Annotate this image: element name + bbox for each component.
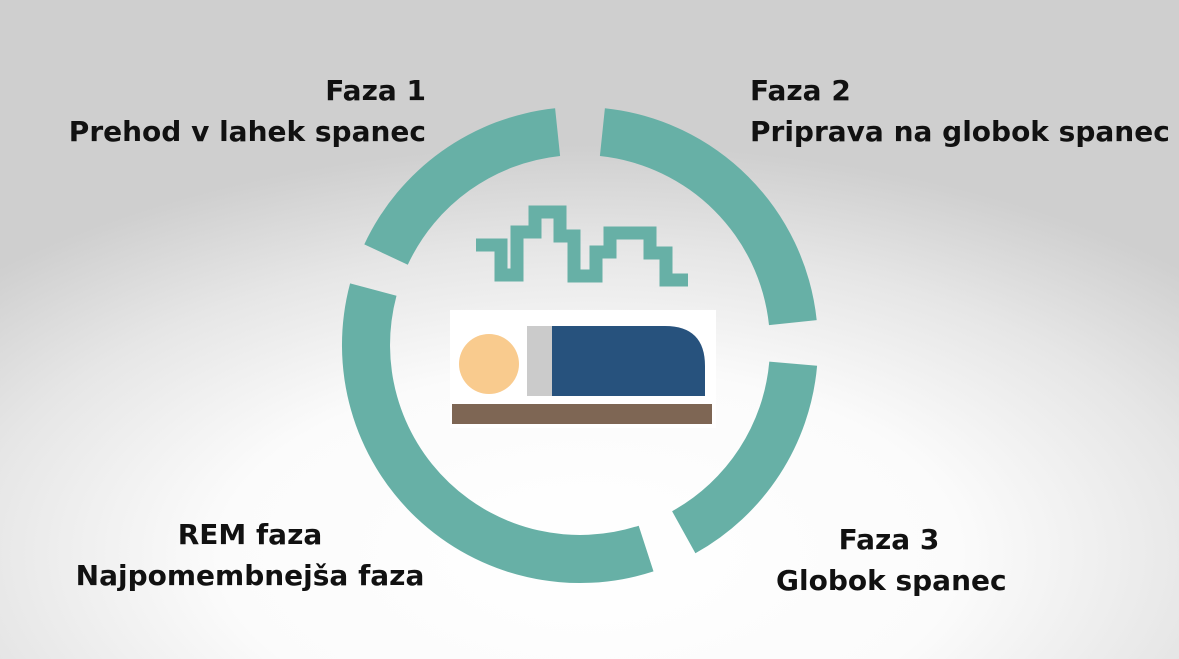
ring-segment-phase-3: [672, 361, 818, 554]
ring-segment-phase-2: [599, 108, 817, 326]
sleeping-person-icon: [450, 310, 716, 428]
sleep-wave-icon: [476, 205, 688, 287]
blanket-shape: [552, 326, 705, 396]
rem-phase-label: REM faza Najpomembnejša faza: [66, 514, 434, 596]
phase-1-subtitle: Prehod v lahek spanec: [68, 115, 426, 148]
rem-phase-title: REM faza: [177, 518, 323, 551]
ring-segment-rem: [341, 283, 654, 584]
phase-3-subtitle: Globok spanec: [776, 564, 1007, 597]
phase-2-label: Faza 2 Priprava na globok spanec: [750, 70, 1170, 152]
bed-base: [452, 404, 712, 424]
phase-1-title: Faza 1: [325, 74, 426, 107]
rem-phase-subtitle: Najpomembnejša faza: [75, 559, 425, 592]
phase-3-title: Faza 3: [838, 523, 940, 556]
ring-segment-phase-1: [364, 108, 561, 265]
head-shape: [459, 334, 519, 394]
phase-1-label: Faza 1 Prehod v lahek spanec: [69, 70, 426, 152]
pillow-shape: [527, 326, 552, 396]
phase-2-subtitle: Priprava na globok spanec: [750, 115, 1170, 148]
phase-3-label: Faza 3 Globok spanec: [776, 519, 1007, 601]
sleep-cycle-ring: [341, 108, 818, 584]
phase-2-title: Faza 2: [750, 74, 851, 107]
